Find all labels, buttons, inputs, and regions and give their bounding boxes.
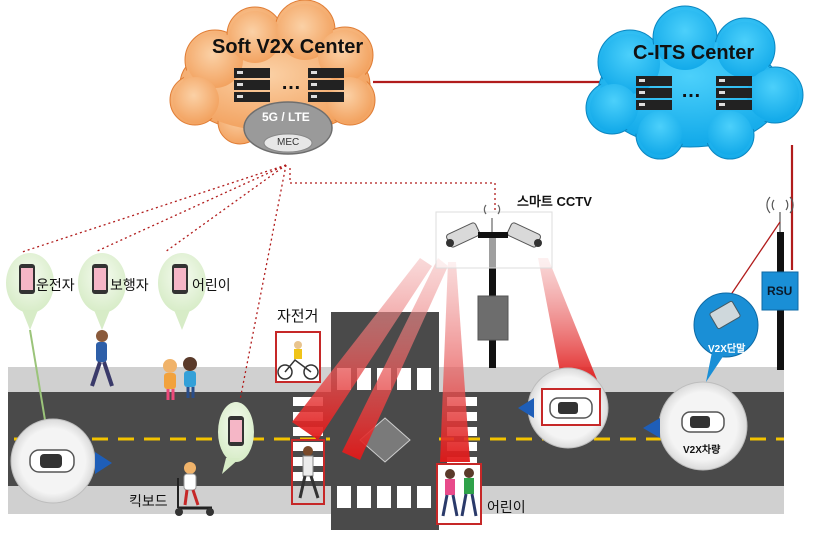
wireless-links [21, 164, 496, 401]
v2x-terminal-label: V2X단말 [708, 344, 746, 355]
soft-v2x-server-right [308, 68, 344, 102]
children-figures [163, 357, 197, 400]
crosswalk-pedestrian-box [291, 439, 325, 505]
rsu-label: RSU [767, 284, 793, 298]
phone-bubble-kickboard [218, 402, 254, 474]
v2x-vehicle-label: V2X차량 [683, 445, 721, 456]
cctv-camera-left-icon [446, 222, 480, 248]
cctv-camera-right-icon [507, 222, 542, 248]
kickboard-rider [175, 462, 214, 516]
crosswalk-pedestrian-figure [298, 446, 320, 499]
rsu-box [761, 271, 799, 311]
v2x-vehicle-circle [643, 381, 748, 471]
bicycle-label: 자전거 [277, 308, 319, 325]
cctv-control-box [477, 295, 509, 341]
mec-badge [263, 133, 313, 153]
cctv-beam-3 [440, 262, 470, 462]
c-its-ellipsis: … [681, 80, 701, 102]
phone-label-driver: 운전자 [36, 277, 75, 293]
c-its-server-right [716, 76, 752, 110]
soft-v2x-ellipsis: … [281, 72, 301, 94]
soft-v2x-server-left [234, 68, 270, 102]
phone-bubble-pedestrian [78, 253, 126, 330]
v2x-terminal-bubble [693, 292, 759, 382]
phone-bubble-driver [6, 253, 54, 330]
soft-v2x-title: Soft V2X Center [212, 36, 364, 58]
rsu-antenna-icon [766, 196, 794, 232]
cctv-label: 스마트 CCTV [517, 194, 592, 209]
crosswalk-bottom [337, 486, 431, 508]
cctv-beam-1 [292, 258, 432, 440]
phone-bubble-child [158, 253, 206, 330]
child-crossing-label: 어린이 [487, 499, 526, 515]
network-label: 5G / LTE [262, 110, 310, 124]
bicycle-icon [277, 341, 319, 380]
pedestrian-figure [90, 330, 114, 387]
rsu-to-terminal-link [725, 221, 781, 303]
kickboard-label: 킥보드 [129, 493, 168, 509]
phone-label-child: 어린이 [192, 277, 231, 293]
phone-label-pedestrian: 보행자 [110, 277, 149, 293]
cctv-beam-4 [538, 258, 598, 382]
center-vehicle-circle [518, 367, 609, 449]
mec-label: MEC [277, 137, 300, 148]
child-crossing-figures [441, 468, 478, 517]
c-its-title: C-ITS Center [633, 42, 755, 64]
cctv-beam-2 [342, 258, 448, 460]
c-its-server-left [636, 76, 672, 110]
left-vehicle-circle [10, 418, 112, 504]
cctv-antenna-icon [483, 204, 501, 232]
